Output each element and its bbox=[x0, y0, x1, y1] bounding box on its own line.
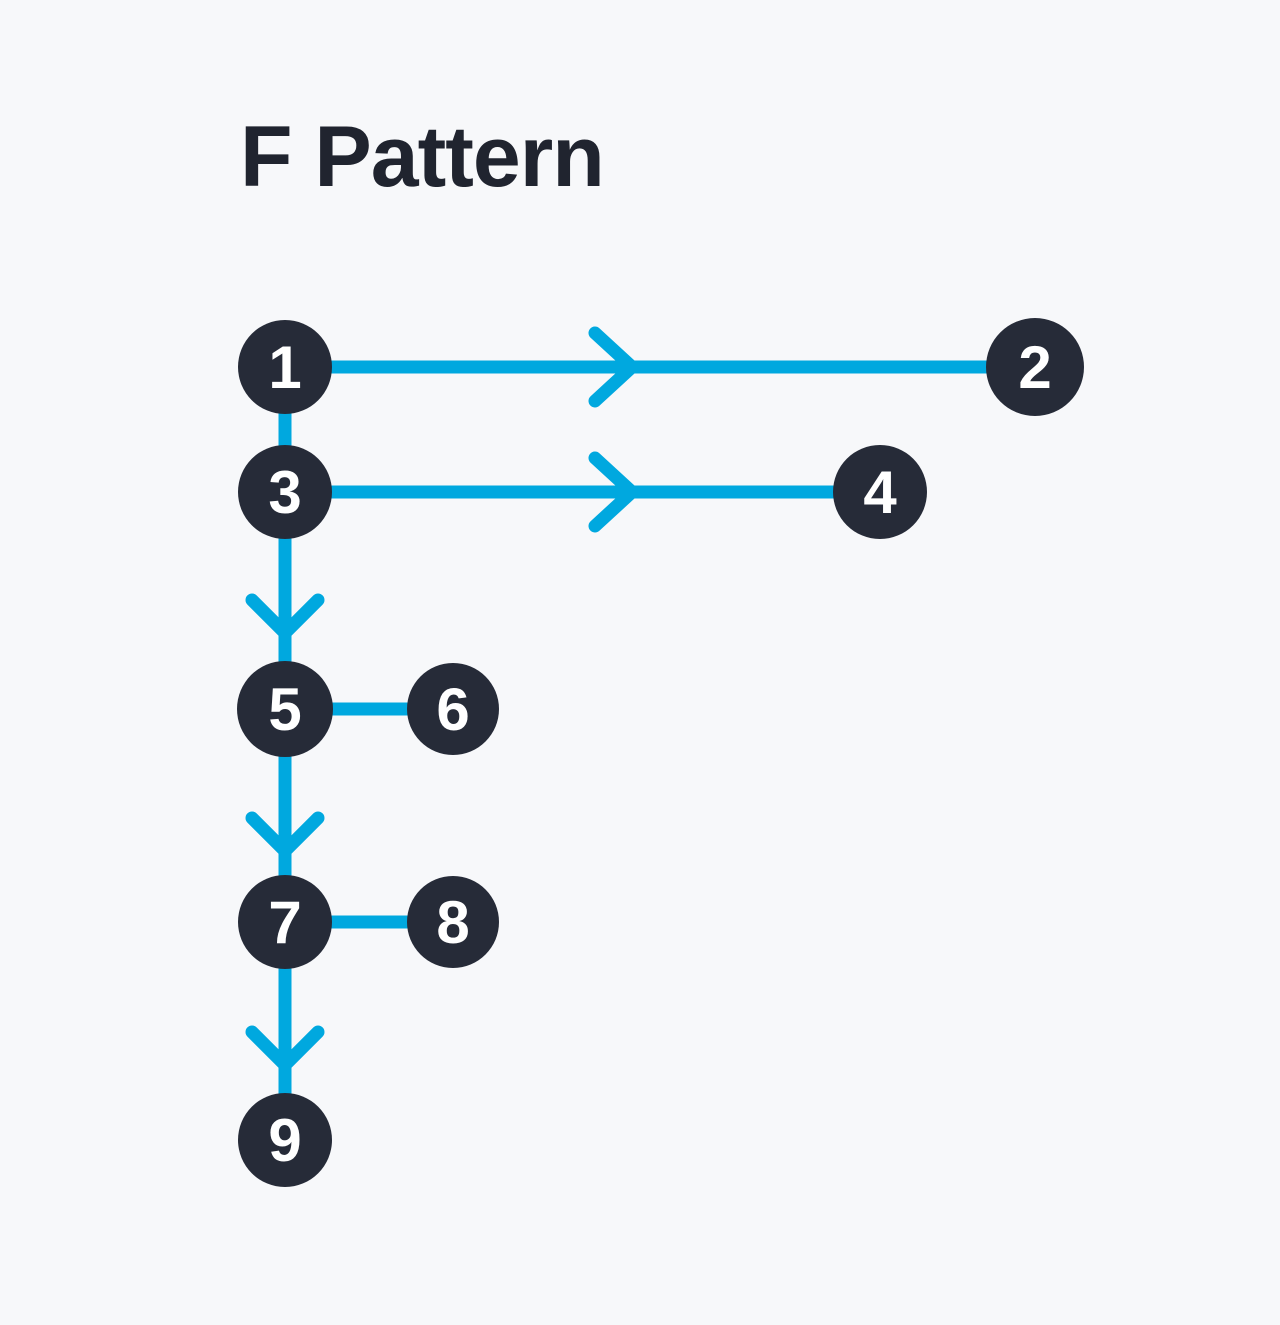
node-3-label: 3 bbox=[268, 459, 301, 526]
arrow-right-icon bbox=[588, 451, 639, 533]
node-4-circle bbox=[833, 445, 927, 539]
node-5-label: 5 bbox=[268, 676, 301, 743]
arrowheads bbox=[245, 326, 639, 1072]
node-2-circle bbox=[986, 318, 1084, 416]
node-7-circle bbox=[238, 875, 332, 969]
node-6: 6 bbox=[407, 663, 499, 755]
node-6-circle bbox=[407, 663, 499, 755]
arrow-down-icon bbox=[245, 593, 325, 640]
node-5-circle bbox=[237, 661, 333, 757]
node-1-circle bbox=[238, 320, 332, 414]
arrow-down-icon bbox=[245, 1025, 325, 1072]
node-1-label: 1 bbox=[268, 334, 301, 401]
node-3: 3 bbox=[238, 445, 332, 539]
arrow-right-icon bbox=[588, 326, 639, 408]
node-9: 9 bbox=[238, 1093, 332, 1187]
node-8-circle bbox=[407, 876, 499, 968]
arrow-down-icon bbox=[245, 811, 325, 858]
node-2-label: 2 bbox=[1018, 334, 1051, 401]
node-4-label: 4 bbox=[863, 459, 897, 526]
node-7-label: 7 bbox=[268, 889, 301, 956]
node-5: 5 bbox=[237, 661, 333, 757]
page-title: F Pattern bbox=[240, 109, 605, 205]
nodes: 1 2 3 4 5 6 7 bbox=[237, 318, 1084, 1187]
node-9-label: 9 bbox=[268, 1107, 301, 1174]
node-8-label: 8 bbox=[436, 889, 469, 956]
node-7: 7 bbox=[238, 875, 332, 969]
node-4: 4 bbox=[833, 445, 927, 539]
node-8: 8 bbox=[407, 876, 499, 968]
node-1: 1 bbox=[238, 320, 332, 414]
node-3-circle bbox=[238, 445, 332, 539]
node-2: 2 bbox=[986, 318, 1084, 416]
node-6-label: 6 bbox=[436, 676, 469, 743]
node-9-circle bbox=[238, 1093, 332, 1187]
